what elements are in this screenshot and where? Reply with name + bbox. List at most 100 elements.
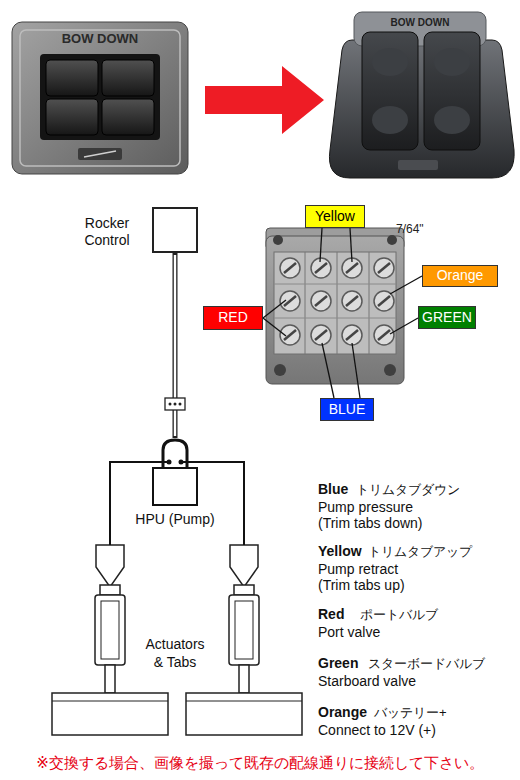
wire-function-en: Starboard valve	[318, 673, 416, 690]
bezel-rim	[20, 30, 180, 166]
actuator-collar	[234, 585, 254, 595]
wire-color-name: Red	[318, 606, 344, 623]
rocker-control-box: Rocker Control	[152, 207, 198, 253]
terminal-screw	[280, 325, 300, 345]
pump-body	[153, 468, 197, 505]
paddle-dimple	[372, 106, 408, 134]
rocker-pad	[102, 60, 154, 96]
pump-port	[179, 460, 184, 465]
paddle-dimple	[434, 106, 470, 134]
terminal-screw	[374, 291, 394, 311]
wire-color-name: Green	[318, 655, 358, 672]
tag-text: BLUE	[329, 402, 366, 417]
cable-connector	[165, 398, 185, 410]
trim-tab-plate	[52, 693, 168, 735]
wire-function-en: Port valve	[318, 624, 380, 641]
terminal-screw	[280, 258, 300, 278]
cable-core	[174, 255, 176, 436]
rocker-paddle	[362, 32, 418, 150]
tag-text: Orange	[437, 268, 484, 283]
wire-function-ja: バッテリー+	[374, 705, 447, 721]
trim-tab-plate	[186, 693, 302, 735]
switch-housing	[329, 40, 514, 178]
actuator-collar	[100, 585, 120, 595]
terminal-screw	[311, 258, 331, 278]
connector-pin	[179, 403, 182, 406]
mounting-hole	[273, 235, 283, 245]
leader-line	[263, 318, 286, 336]
terminal-divider	[274, 284, 396, 285]
leader-lines	[263, 228, 422, 398]
tag-text: GREEN	[422, 310, 472, 325]
tag-text: Yellow	[315, 209, 355, 224]
tag-text: RED	[218, 310, 248, 325]
actuator-body-inner	[235, 601, 253, 659]
node-heading: HPU (Pump)	[112, 511, 238, 528]
paddle-dimple	[372, 48, 408, 76]
old-switch-photo	[12, 22, 188, 174]
hydraulic-line	[182, 462, 244, 545]
tab-hinge	[186, 701, 302, 702]
terminal-screw	[311, 325, 331, 345]
switch-legend-text: BOW DOWN	[40, 31, 160, 47]
leader-line	[352, 343, 360, 398]
leader-line	[263, 300, 286, 318]
brand-logo	[78, 148, 122, 160]
pump-port	[167, 460, 172, 465]
rocker-paddle	[424, 32, 480, 150]
replacement-note: ※交換する場合、画像を撮って既存の配線通りに接続して下さい。	[0, 754, 520, 772]
wire-color-name: Blue	[318, 481, 348, 498]
terminal-divider	[369, 252, 370, 354]
rocker-pad	[46, 60, 98, 96]
rocker-pad	[46, 99, 98, 135]
switch-bezel	[12, 22, 188, 174]
terminal-screw	[374, 325, 394, 345]
terminal-screw	[374, 258, 394, 278]
wire-function-ja: トリムタブダウン	[356, 482, 460, 498]
connector-pin	[169, 403, 172, 406]
wire-function-en: Pump retract (Trim tabs up)	[318, 561, 430, 593]
connector-pin	[174, 403, 177, 406]
terminal-screw	[342, 258, 362, 278]
terminal-screw	[311, 291, 331, 311]
block-ear	[266, 228, 404, 250]
actuator-body	[229, 595, 259, 665]
wire-color-tag: Orange	[422, 265, 498, 287]
leader-line	[320, 228, 322, 262]
tab-hinge	[52, 701, 168, 702]
part-label: Actuators & Tabs	[140, 635, 210, 671]
switch-top-cap	[354, 12, 486, 46]
wire-function-ja: トリムタブアップ	[368, 544, 472, 560]
terminal-divider	[274, 318, 396, 319]
wire-function-ja: スターボードバルブ	[368, 656, 485, 672]
new-switch-photo	[329, 12, 514, 178]
wire-color-tag: BLUE	[320, 398, 374, 421]
wire-color-tag: GREEN	[418, 306, 476, 329]
wire-function-en: Connect to 12V (+)	[318, 722, 436, 739]
terminal-screw	[342, 325, 362, 345]
control-cable	[173, 253, 178, 438]
terminal-divider	[305, 252, 306, 354]
pump-outline	[152, 438, 198, 506]
pump-unit-box: HPU (Pump)	[152, 438, 198, 506]
node-heading: Rocker Control	[74, 215, 140, 249]
wire-function-en: Pump pressure (Trim tabs down)	[318, 499, 430, 531]
paddle-dimple	[434, 48, 470, 76]
switch-well	[40, 54, 160, 140]
rocker-pad	[102, 99, 154, 135]
terminal-divider	[337, 252, 338, 354]
wire-color-tag: RED	[203, 306, 263, 330]
actuator-rod	[105, 665, 115, 693]
brand-logo-stripe	[84, 151, 116, 157]
leader-line	[350, 228, 352, 262]
switch-legend-text: BOW DOWN	[380, 17, 460, 29]
mounting-hole	[387, 235, 397, 245]
actuator-rod	[239, 665, 249, 693]
actuator-cap	[96, 545, 124, 587]
hydraulic-line	[110, 462, 168, 545]
terminal-block-photo	[266, 228, 404, 384]
